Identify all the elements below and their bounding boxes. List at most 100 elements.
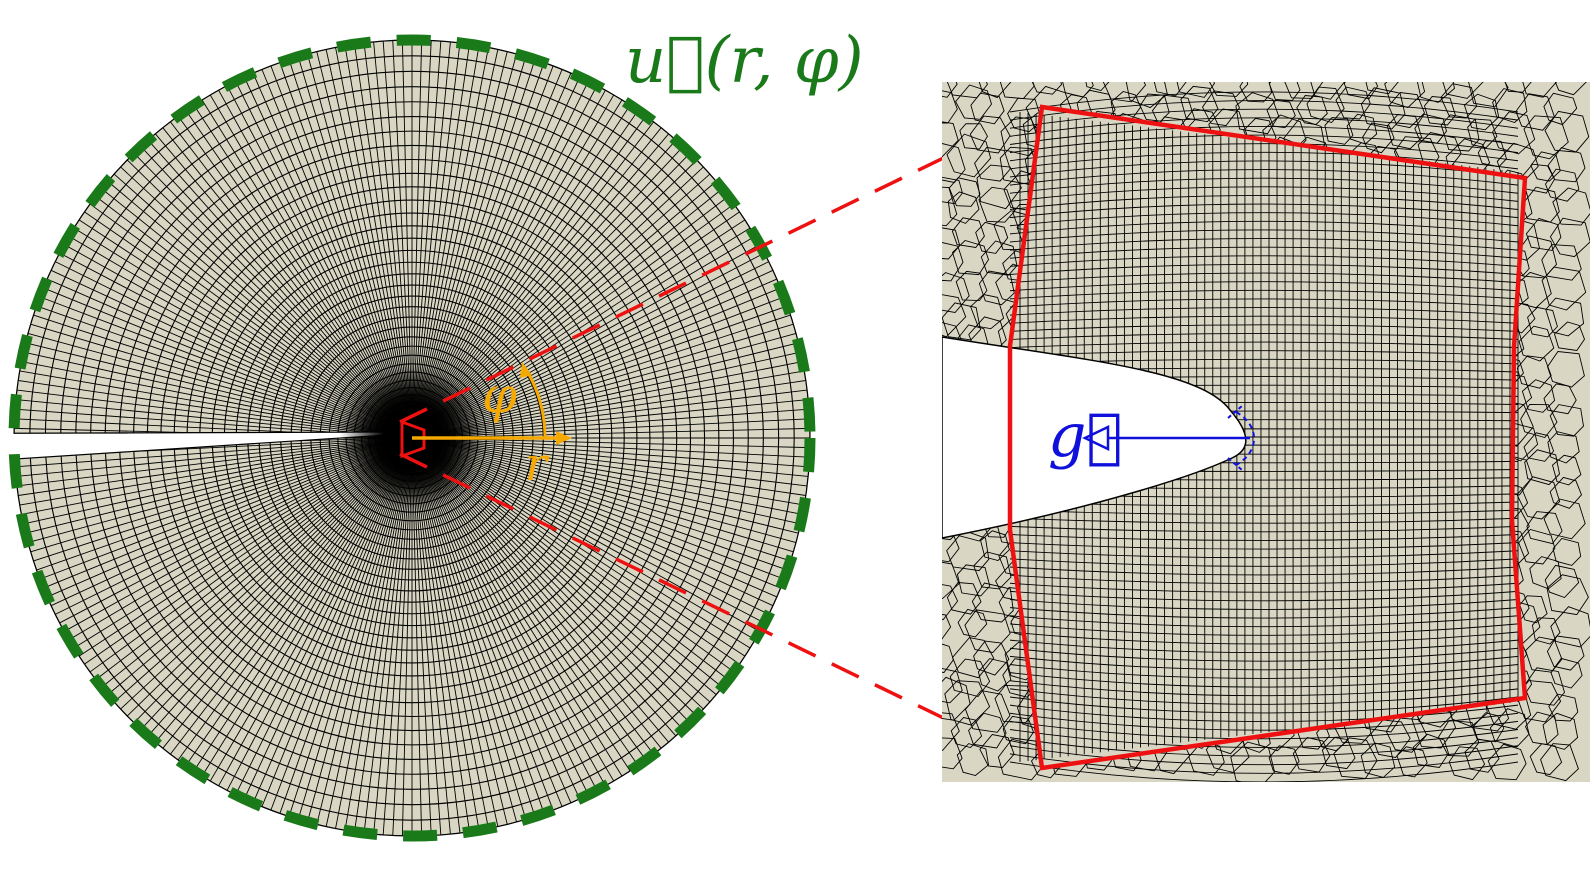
structured-row: [1009, 729, 1519, 748]
zoom-region-frame: [1007, 104, 1528, 771]
phi-label: φ: [482, 366, 517, 424]
mesh-cell: [1504, 82, 1532, 93]
g-vector-label: g⃗: [1048, 401, 1122, 471]
mesh-cell: [1343, 82, 1379, 100]
structured-row: [1009, 720, 1519, 740]
structured-row: [1009, 238, 1519, 251]
mesh-cell: [1442, 82, 1484, 99]
mesh-cell: [971, 582, 1014, 623]
structured-row: [1009, 509, 1519, 516]
mesh-cell: [1002, 715, 1035, 745]
mesh-cell: [975, 221, 1009, 254]
structured-row: [1009, 607, 1519, 619]
mesh-cell: [1384, 82, 1426, 109]
mesh-cell: [942, 121, 959, 158]
structured-row: [1009, 558, 1519, 567]
mesh-cell: [1235, 92, 1280, 135]
mesh-cell: [1386, 114, 1423, 150]
mesh-cell: [1239, 82, 1273, 103]
structured-row: [1009, 623, 1519, 636]
mesh-cell: [969, 115, 1011, 154]
structured-row: [1009, 350, 1519, 357]
mesh-cell: [978, 186, 1015, 223]
mesh-cell: [950, 717, 983, 749]
structured-row: [1009, 143, 1519, 162]
structured-row: [1009, 195, 1519, 210]
mesh-cell: [1543, 383, 1577, 415]
mesh-cell: [1438, 719, 1480, 757]
mesh-cell: [942, 176, 963, 205]
mesh-cell: [1543, 498, 1586, 540]
mesh-cell: [942, 294, 967, 338]
structured-row: [1009, 631, 1519, 645]
mesh-cell: [1518, 528, 1556, 565]
structured-row: [1009, 255, 1519, 267]
mesh-cell: [1553, 321, 1586, 351]
structured-row: [1009, 647, 1519, 662]
r-arrowhead: [556, 431, 572, 445]
mesh-cell: [1550, 606, 1590, 648]
mesh-cell: [974, 146, 1011, 182]
mesh-cell: [1102, 82, 1147, 103]
structured-row: [1009, 315, 1519, 324]
structured-row: [1009, 737, 1519, 757]
mesh-cell: [1031, 82, 1063, 95]
mesh-cell: [970, 92, 1005, 125]
mesh-cell: [1516, 476, 1561, 520]
displacement-label: u⃗(r, φ): [625, 24, 864, 98]
g-tip-ticks: [1227, 405, 1243, 471]
zoom-connector-top: [399, 110, 1039, 424]
mesh-cell: [946, 529, 990, 572]
structured-row: [1009, 534, 1519, 541]
mesh-cell: [1544, 564, 1580, 599]
structured-row: [1009, 186, 1519, 202]
mesh-cell: [956, 743, 989, 776]
mesh-cell: [942, 643, 954, 673]
mesh-cell: [1388, 92, 1426, 129]
mesh-cell: [1448, 746, 1486, 781]
structured-row: [1009, 298, 1519, 308]
displacement-boundary: [8, 34, 816, 842]
mesh-cell: [1529, 743, 1563, 776]
mesh-cell: [978, 82, 1012, 99]
mesh-cell: [942, 242, 964, 282]
structured-row: [1009, 550, 1519, 559]
mesh-cell: [1544, 168, 1580, 202]
mesh-cell: [1007, 97, 1043, 133]
structured-row: [1009, 582, 1519, 593]
mesh-cell: [994, 684, 1037, 724]
mesh-cell: [1548, 693, 1579, 722]
zoom-source-box: [400, 419, 426, 459]
mesh-cell: [1541, 244, 1582, 281]
mesh-cell: [1552, 537, 1582, 566]
mesh-cell: [1516, 355, 1552, 389]
mesh-cell: [1540, 743, 1579, 782]
mesh-cell: [1468, 82, 1509, 108]
mesh-cell: [1335, 86, 1371, 120]
mesh-cell: [964, 609, 1011, 653]
structured-row: [1009, 117, 1519, 137]
mesh-cell: [1546, 574, 1589, 616]
mesh-cell: [1552, 187, 1590, 226]
structured-row: [1009, 281, 1519, 292]
mesh-cell: [955, 84, 992, 120]
phi-arrowhead: [520, 362, 532, 378]
structured-row: [1009, 745, 1519, 766]
mesh-cell: [1487, 743, 1527, 781]
mesh-cell: [942, 667, 963, 704]
structured-row: [1009, 126, 1519, 145]
mesh-cell: [951, 637, 995, 679]
mesh-cell: [946, 582, 982, 615]
structured-row: [1009, 151, 1519, 170]
mesh-cell: [942, 561, 960, 599]
structured-row: [1009, 542, 1519, 550]
mesh-cell: [1370, 719, 1411, 758]
mesh-cell: [968, 712, 1007, 749]
mesh-cell: [956, 564, 991, 597]
mesh-cell: [1424, 96, 1456, 126]
mesh-cell: [1266, 99, 1296, 129]
mesh-cell: [1176, 82, 1215, 98]
mesh-cell: [1396, 746, 1428, 778]
mesh-cell: [942, 272, 970, 313]
mesh-cell: [1520, 403, 1558, 439]
